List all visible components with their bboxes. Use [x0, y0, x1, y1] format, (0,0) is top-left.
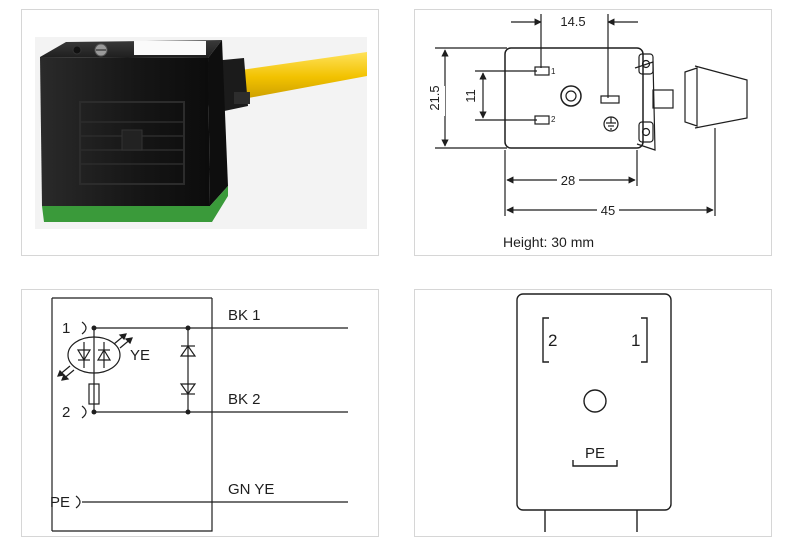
housing-outline — [504, 47, 644, 149]
connector-photo — [35, 37, 367, 229]
face-outline — [516, 293, 672, 511]
pin-face-panel: 2 1 PE — [414, 289, 772, 537]
mounting-ear — [634, 61, 656, 151]
label-window — [652, 89, 674, 109]
terminal-2-label: 2 — [62, 404, 70, 421]
cable-outline — [694, 65, 748, 129]
wire-gnye-label: GN YE — [228, 481, 274, 498]
pin1-contact — [534, 66, 550, 76]
led-label: YE — [130, 347, 150, 364]
pe-contact — [600, 95, 620, 104]
dim-label-inner-height: 11 — [463, 89, 478, 103]
resistor — [88, 383, 100, 405]
terminal-pe-label: PE — [50, 494, 70, 511]
product-photo-panel — [21, 9, 379, 256]
diode-lower — [179, 383, 197, 396]
pin2-contact — [534, 115, 550, 125]
pin-number-2: 2 — [551, 115, 556, 124]
pin-number-1: 1 — [551, 67, 556, 76]
circuit-diagram: 1 2 PE YE BK 1 BK 2 GN YE — [50, 297, 348, 532]
pin-2-label: 2 — [548, 331, 557, 350]
yellow-cable — [227, 52, 367, 102]
wire-bk2-label: BK 2 — [228, 391, 261, 408]
height-note: Height: 30 mm — [503, 234, 594, 250]
pin-2-bracket — [542, 317, 549, 363]
terminal-pe-symbol — [75, 495, 81, 509]
housing-frame — [52, 298, 213, 532]
pin-face-drawing: 2 1 PE — [516, 293, 672, 532]
dim-label-mid-width: 28 — [561, 173, 575, 188]
diode-upper — [179, 344, 197, 357]
center-hole — [560, 85, 582, 107]
pe-bracket — [572, 460, 618, 467]
terminal-2-symbol — [81, 405, 87, 419]
led-icon — [67, 336, 121, 374]
gland-clip — [234, 92, 250, 104]
pe-label: PE — [585, 445, 605, 462]
housing-label — [134, 41, 206, 55]
pin-1-bracket — [641, 317, 648, 363]
center-hole — [583, 389, 607, 413]
embossed-panel — [79, 101, 185, 185]
dim-label-outer-height: 21.5 — [427, 85, 442, 110]
pin-1-label: 1 — [631, 331, 640, 350]
terminal-1-symbol — [81, 321, 87, 335]
led-window — [72, 45, 82, 55]
dimension-drawing: 1 2 14.5 21.5 11 28 45 Height: 30 mm — [427, 13, 748, 250]
terminal-1-label: 1 — [62, 320, 70, 337]
dimension-drawing-panel: 1 2 14.5 21.5 11 28 45 Height: 30 mm — [414, 9, 772, 256]
dim-label-total-width: 45 — [601, 203, 615, 218]
circuit-diagram-panel: 1 2 PE YE BK 1 BK 2 GN YE — [21, 289, 379, 537]
green-seal — [42, 186, 228, 222]
dim-label-top: 14.5 — [560, 14, 585, 29]
wire-bk1-label: BK 1 — [228, 307, 261, 324]
